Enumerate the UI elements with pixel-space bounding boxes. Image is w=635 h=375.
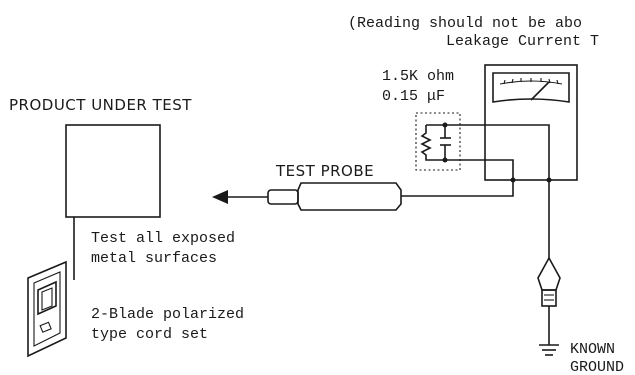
wire-probe-to-meter: [401, 180, 514, 197]
earth-ground-icon: [539, 344, 559, 356]
wire-rc-to-meter: [445, 124, 550, 180]
cord-set-line2: type cord set: [91, 326, 208, 343]
ground-plug-icon: [537, 256, 561, 345]
product-under-test-label: PRODUCT UNDER TEST: [9, 96, 192, 114]
wall-outlet-icon: [27, 260, 67, 358]
product-box: [65, 124, 161, 218]
arrow-head-icon: [212, 190, 228, 204]
resistance-label: 1.5K ohm: [382, 68, 454, 85]
resistor-capacitor-network-icon: [415, 112, 461, 171]
reading-note-line2: Leakage Current T: [446, 33, 599, 50]
cord-set-line1: 2-Blade polarized: [91, 306, 244, 323]
test-probe-label: TEST PROBE: [275, 162, 374, 180]
capacitance-label: 0.15 μF: [382, 88, 445, 105]
known-ground-line1: KNOWN: [570, 341, 615, 358]
analog-meter-icon: [484, 64, 578, 181]
test-probe-icon: [212, 182, 402, 211]
exposed-surfaces-line1: Test all exposed: [91, 230, 235, 247]
wire-rc-to-probe: [445, 159, 514, 180]
known-ground-line2: GROUND: [570, 359, 624, 375]
exposed-surfaces-line2: metal surfaces: [91, 250, 217, 267]
reading-note-line1: (Reading should not be abo: [348, 15, 582, 32]
